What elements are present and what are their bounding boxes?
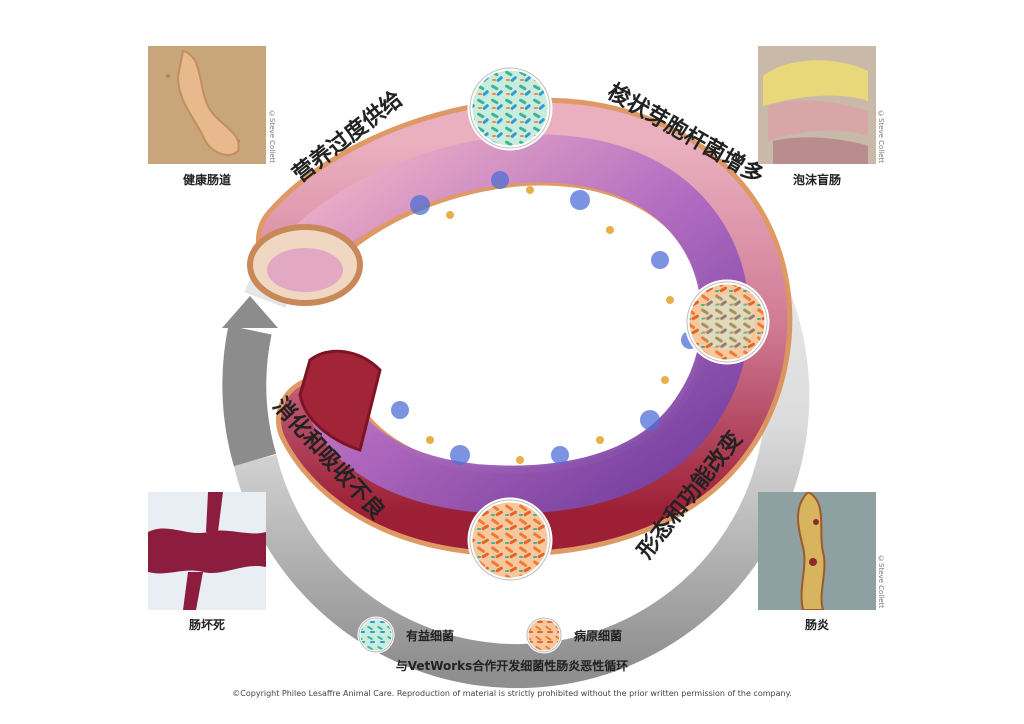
diagram-caption: 与VetWorks合作开发细菌性肠炎恶性循环 [395,659,629,673]
label-enteritis: 肠炎 [804,618,829,632]
magnifier-good-bacteria [467,65,553,151]
copyright-notice: ©Copyright Phileo Lesaffre Animal Care. … [232,689,792,698]
credit-foamy-cecum: ©Steve Collett [877,110,885,164]
credit-enteritis: ©Steve Collett [877,555,885,609]
label-healthy-gut: 健康肠道 [182,173,231,187]
pathogenic-bacteria-icon [525,616,563,654]
legend-pathogenic-bacteria-label: 病原细菌 [574,628,623,643]
magnifier-pathogenic-bacteria [467,497,553,583]
photo-enteritis [758,492,876,610]
legend-good-bacteria-label: 有益细菌 [406,628,455,643]
photo-foamy-cecum [758,46,876,164]
legend-good-bacteria: 有益细菌 [356,615,454,655]
label-foamy-cecum: 泡沫盲肠 [792,173,841,187]
photo-healthy-gut [148,46,266,164]
intestine-illustration [247,97,793,557]
label-necrotic-gut: 肠坏死 [188,618,225,632]
photo-necrotic-gut [148,492,266,610]
good-bacteria-icon [357,616,395,654]
credit-healthy-gut: ©Steve Collett [268,110,276,164]
magnifier-mixed-bacteria [684,279,770,365]
cycle-arrow-icon [222,296,278,328]
legend-pathogenic-bacteria: 病原细菌 [524,615,622,655]
